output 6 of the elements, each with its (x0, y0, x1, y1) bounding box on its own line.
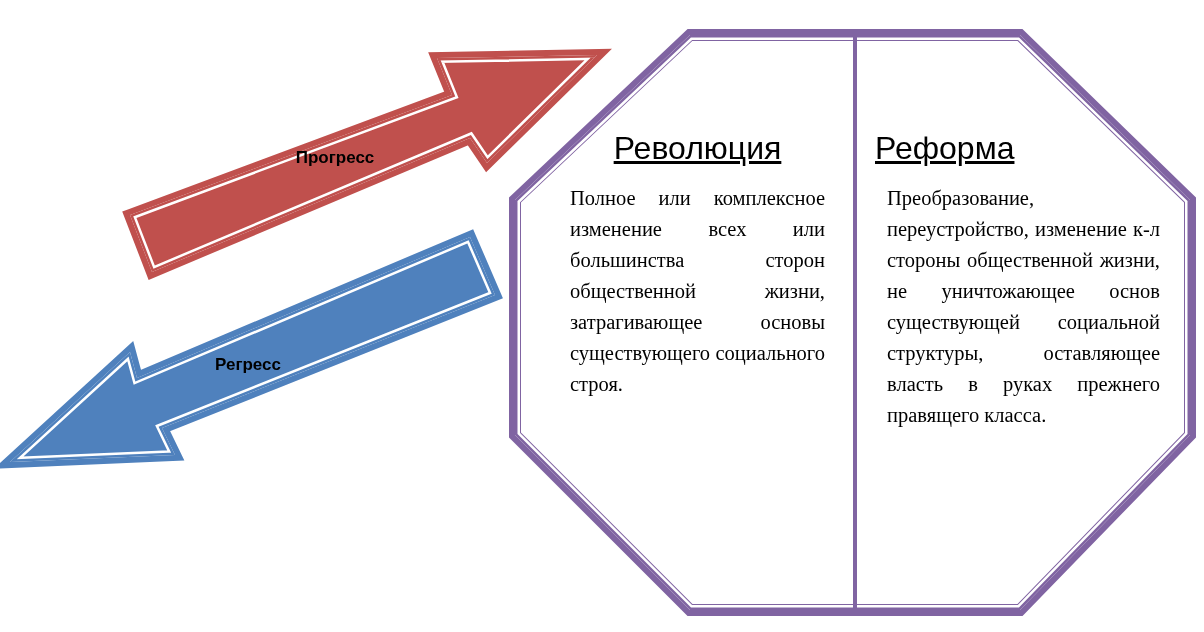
definition-text: Преобразование, переустройство, изменение к-л стороны общественной жизни, не уничтожающее основ существующей социальной структуры, оставляющее власть в руках прежнего правящего класса. (886, 186, 1160, 429)
arrow-label: Регресс (215, 355, 281, 375)
column-heading: Реформа (875, 130, 1016, 167)
column-heading: Революция (612, 130, 783, 167)
definition-text: Полное или комплексное изменение всех или большинства сторон общественной жизни, затрагивающее основы существующего социального строя. (570, 186, 825, 398)
arrow-label: Прогресс (295, 148, 375, 168)
